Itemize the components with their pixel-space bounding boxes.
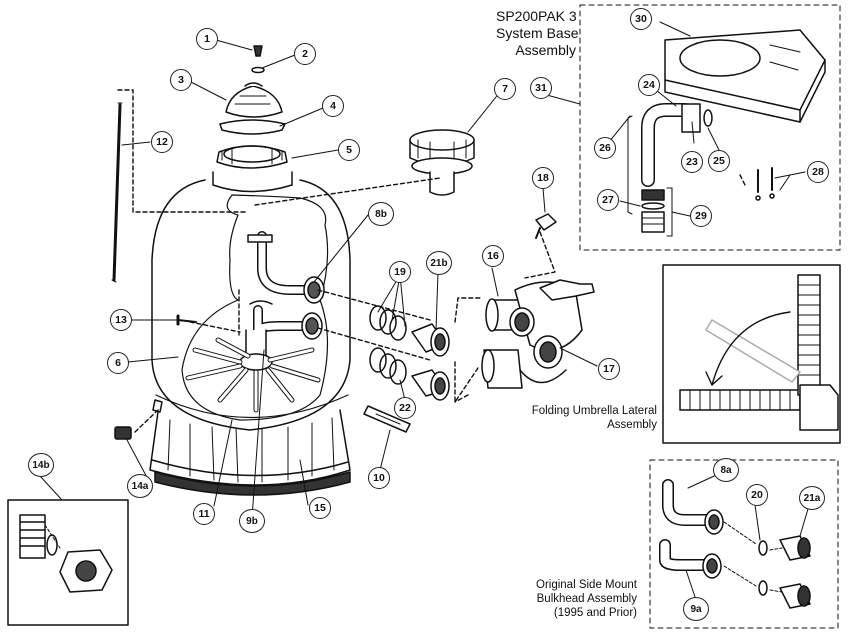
- system-base-panel: [579, 4, 841, 251]
- umbrella-lateral-art: [679, 274, 839, 431]
- system-base-parts: [627, 29, 826, 237]
- callout-26: 26: [594, 137, 616, 159]
- callout-31: 31: [530, 77, 552, 99]
- system-base-title-line-2: System Base: [496, 25, 579, 41]
- callout-24: 24: [638, 74, 660, 96]
- drain-cap-panel: [7, 499, 129, 626]
- callout-8b: 8b: [368, 202, 394, 226]
- callout-10: 10: [368, 467, 390, 489]
- callout-4: 4: [322, 95, 344, 117]
- lid-assembly: [216, 45, 288, 169]
- side-mount-parts: [659, 479, 811, 609]
- sight-glass: [535, 213, 557, 231]
- callout-14b: 14b: [28, 453, 54, 477]
- callout-8a: 8a: [713, 458, 739, 482]
- callout-25: 25: [708, 150, 730, 172]
- callout-9b: 9b: [239, 509, 265, 533]
- side-mount-caption-line-3: (1995 and Prior): [553, 607, 637, 619]
- callout-14a: 14a: [127, 474, 153, 498]
- bulkhead-fittings: [369, 305, 450, 401]
- callout-12: 12: [151, 131, 173, 153]
- callout-21a: 21a: [799, 486, 825, 510]
- drain-plug: [114, 426, 132, 440]
- callout-20: 20: [746, 484, 768, 506]
- side-mount-caption-line-1: Original Side Mount: [536, 579, 637, 591]
- callout-15: 15: [309, 497, 331, 519]
- callout-27: 27: [597, 189, 619, 211]
- diffuser: [409, 129, 475, 196]
- standpipe-rod: [112, 103, 122, 282]
- callout-23: 23: [681, 151, 703, 173]
- system-base-title-line-1: SP200PAK 3: [496, 8, 577, 24]
- umbrella-lateral-caption-line-1: Folding Umbrella Lateral: [531, 405, 657, 417]
- filter-tank: [149, 171, 351, 496]
- callout-21b: 21b: [426, 251, 452, 275]
- umbrella-lateral-panel: [662, 264, 841, 444]
- callout-18: 18: [532, 167, 554, 189]
- callout-16: 16: [482, 245, 504, 267]
- multiport-valve: [481, 279, 595, 389]
- callout-5: 5: [338, 139, 360, 161]
- system-base-title-line-3: Assembly: [515, 42, 576, 58]
- callout-22: 22: [394, 397, 416, 419]
- callout-13: 13: [110, 309, 132, 331]
- callout-29: 29: [690, 205, 712, 227]
- callout-3: 3: [170, 69, 192, 91]
- system-base-title: SP200PAK 3 System Base Assembly: [496, 8, 579, 59]
- umbrella-lateral-caption-line-2: Assembly: [607, 419, 657, 431]
- callout-28: 28: [807, 161, 829, 183]
- side-mount-caption: Original Side Mount Bulkhead Assembly (1…: [520, 578, 637, 620]
- umbrella-lateral-caption: Folding Umbrella Lateral Assembly: [505, 404, 657, 432]
- screw: [177, 319, 197, 323]
- callout-11: 11: [193, 503, 215, 525]
- callout-7: 7: [494, 78, 516, 100]
- drain-cap-parts: [19, 514, 113, 593]
- assembly-guides: [117, 89, 746, 433]
- callout-17: 17: [598, 358, 620, 380]
- callout-6: 6: [107, 352, 129, 374]
- side-mount-caption-line-2: Bulkhead Assembly: [536, 593, 637, 605]
- callout-1: 1: [196, 28, 218, 50]
- callout-2: 2: [294, 43, 316, 65]
- callout-30: 30: [630, 8, 652, 30]
- callout-19: 19: [389, 261, 411, 283]
- side-mount-panel: [649, 459, 839, 629]
- callout-9a: 9a: [683, 597, 709, 621]
